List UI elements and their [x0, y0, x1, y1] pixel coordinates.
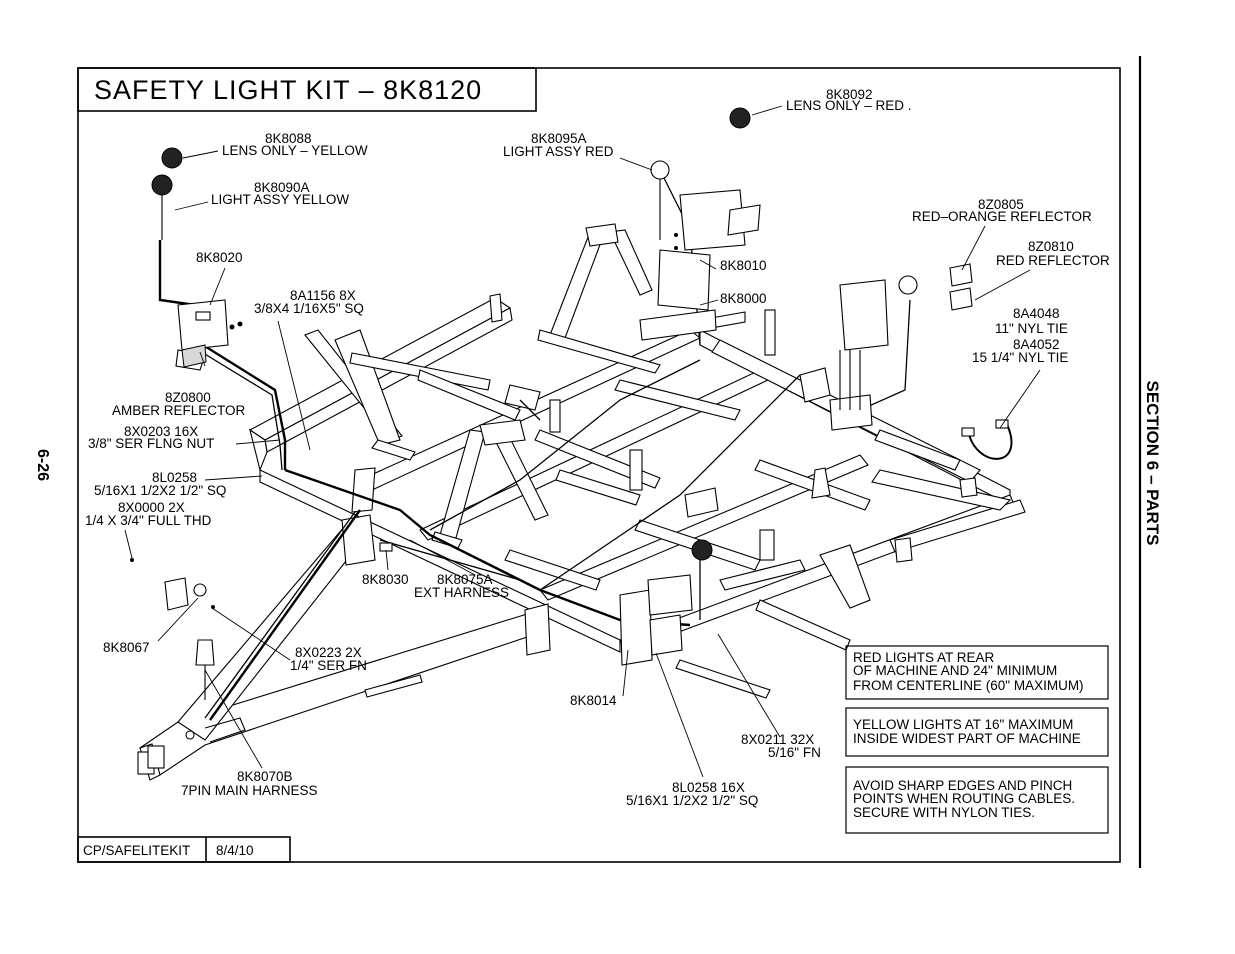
notes: RED LIGHTS AT REAR OF MACHINE AND 24" MI…	[845, 645, 1109, 834]
lens-yellow-icon	[161, 147, 183, 169]
callout-8l0258-desc: 5/16X1 1/2X2 1/2" SQ	[94, 483, 226, 498]
callout-8k8095a-desc: LIGHT ASSY RED	[503, 144, 614, 159]
callout-8k8075a-desc: EXT HARNESS	[414, 585, 509, 600]
callout-8x0223-num: 8X0223 2X	[295, 645, 362, 660]
note-box-cable-routing	[845, 766, 1109, 834]
callout-8k8075a-num: 8K8075A	[437, 572, 493, 587]
note-3-line-1: AVOID SHARP EDGES AND PINCH	[853, 778, 1072, 793]
callout-8k8014: 8K8014	[570, 693, 617, 708]
note-box-yellow-lights	[845, 707, 1109, 757]
footer-box	[77, 836, 291, 863]
note-3-line-3: SECURE WITH NYLON TIES.	[853, 805, 1035, 820]
footer-date: 8/4/10	[216, 843, 254, 858]
callout-8z0810-desc: RED REFLECTOR	[996, 253, 1110, 268]
connector-8k8030	[379, 542, 393, 552]
reflector-red-orange-symbol	[949, 263, 973, 287]
bracket-8k8067	[164, 577, 189, 611]
note-box-red-lights	[845, 645, 1109, 700]
callout-8k8088-num: 8K8088	[265, 131, 312, 146]
callout-8z0800-desc: AMBER REFLECTOR	[112, 403, 246, 418]
callouts: 8K8092 LENS ONLY – RED . 8K8088 LENS ONL…	[85, 87, 1110, 808]
note-2-line-1: YELLOW LIGHTS AT 16" MAXIMUM	[853, 717, 1073, 732]
note-1-line-1: RED LIGHTS AT REAR	[853, 650, 995, 665]
callout-8z0810-num: 8Z0810	[1028, 239, 1074, 254]
drawing-title: SAFETY LIGHT KIT – 8K8120	[94, 75, 482, 105]
callout-8a4048-desc: 11" NYL TIE	[995, 321, 1068, 336]
page-number: 6-26	[34, 449, 51, 481]
note-1-line-2: OF MACHINE AND 24" MINIMUM	[853, 663, 1057, 678]
callout-8k8090a-num: 8K8090A	[254, 180, 310, 195]
callout-8l0258b-desc: 5/16X1 1/2X2 1/2" SQ	[626, 793, 758, 808]
callout-8k8020: 8K8020	[196, 250, 243, 265]
callout-8x0211-desc: 5/16" FN	[768, 745, 821, 760]
callout-8x0223-desc: 1/4" SER FN	[290, 658, 367, 673]
callout-8k8000: 8K8000	[720, 291, 767, 306]
light-yellow-icon	[151, 174, 173, 196]
callout-8l0258b-num: 8L0258 16X	[672, 780, 745, 795]
section-label: SECTION 6 – PARTS	[1143, 381, 1162, 546]
callout-8a4048-num: 8A4048	[1013, 306, 1060, 321]
callout-8a4052-num: 8A4052	[1013, 337, 1060, 352]
callout-8x0203-num: 8X0203 16X	[124, 424, 198, 439]
callout-8k8095a-num: 8K8095A	[531, 131, 587, 146]
callout-8z0800-num: 8Z0800	[165, 390, 211, 405]
callout-8a4052-desc: 15 1/4" NYL TIE	[972, 350, 1068, 365]
light-red-icon	[650, 160, 670, 180]
plug-7pin	[195, 639, 215, 666]
callout-8k8010: 8K8010	[720, 258, 767, 273]
lens-red-icon	[729, 107, 751, 129]
title-box	[77, 67, 537, 112]
callout-8a1156-desc: 3/8X4 1/16X5" SQ	[254, 301, 364, 316]
callout-8x0000-num: 8X0000 2X	[118, 500, 185, 515]
callout-8a1156-num: 8A1156 8X	[290, 288, 356, 303]
callout-8k8088-desc: LENS ONLY – YELLOW	[222, 143, 368, 158]
callout-8z0805-num: 8Z0805	[978, 197, 1024, 212]
callout-8k8067: 8K8067	[103, 640, 150, 655]
callout-8k8092-desc: LENS ONLY – RED .	[786, 98, 912, 113]
drawing-border	[77, 67, 1121, 863]
callout-8k8090a-desc: LIGHT ASSY YELLOW	[211, 192, 349, 207]
callout-8x0203-desc: 3/8" SER FLNG NUT	[88, 436, 214, 451]
note-1-line-3: FROM CENTERLINE (60" MAXIMUM)	[853, 678, 1084, 693]
reflector-red-symbol	[949, 287, 973, 311]
callout-8k8030: 8K8030	[362, 572, 409, 587]
callout-8z0805-desc: RED–ORANGE REFLECTOR	[912, 209, 1092, 224]
callout-8k8070b-num: 8K8070B	[237, 769, 293, 784]
callout-8k8070b-desc: 7PIN MAIN HARNESS	[181, 783, 318, 798]
footer-drawing-id: CP/SAFELITEKIT	[83, 843, 190, 858]
callout-8x0211-num: 8X0211 32X	[741, 732, 814, 747]
callout-8k8092-num: 8K8092	[826, 87, 873, 102]
callout-8x0000-desc: 1/4 X 3/4" FULL THD	[85, 513, 212, 528]
callout-8l0258-num: 8L0258	[152, 470, 197, 485]
note-3-line-2: POINTS WHEN ROUTING CABLES.	[853, 791, 1075, 806]
note-2-line-2: INSIDE WIDEST PART OF MACHINE	[853, 731, 1081, 746]
implement-frame-drawing	[130, 107, 1026, 781]
leader-lines	[124, 105, 1041, 778]
